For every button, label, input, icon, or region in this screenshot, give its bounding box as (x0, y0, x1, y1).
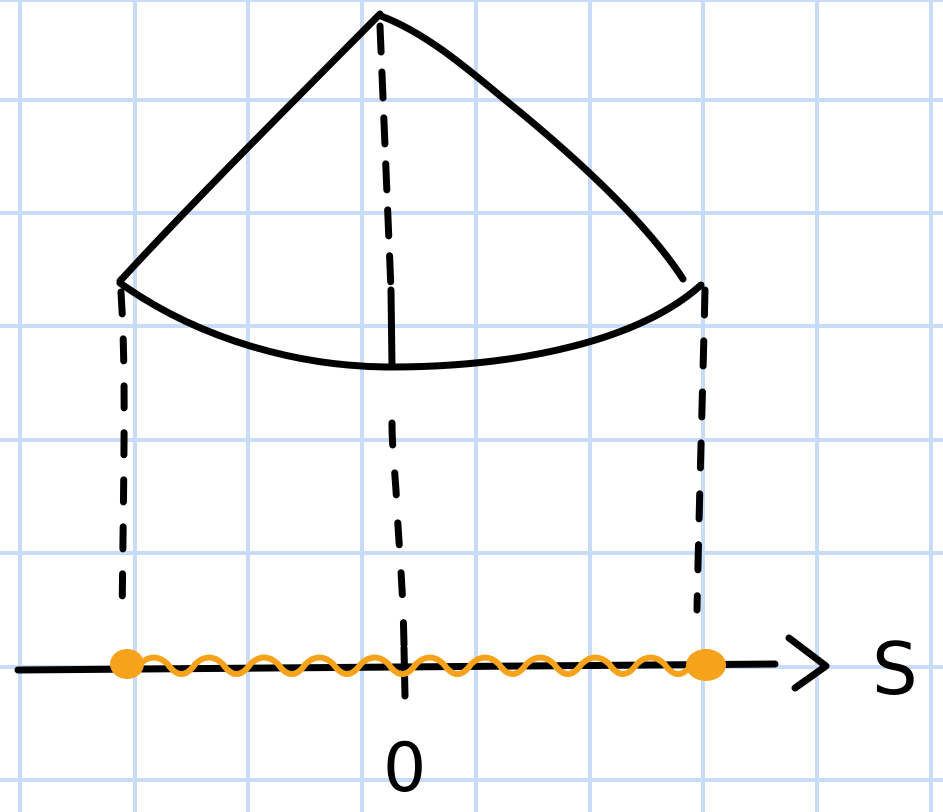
projection-lines (117, 286, 709, 649)
projection-line-right (693, 286, 709, 614)
sector-right-edge (377, 12, 687, 283)
projection-line-center (388, 419, 408, 649)
interval-highlight (110, 649, 726, 681)
s-axis-arrowhead (785, 634, 830, 692)
interval-left-endpoint (110, 649, 144, 679)
sector-center-dashed-top (376, 22, 395, 294)
wavy-interval-line (137, 654, 695, 677)
axis-label-s: S (872, 627, 918, 711)
s-axis-line (14, 660, 779, 674)
origin-label: 0 (383, 729, 426, 808)
interval-right-endpoint (686, 649, 726, 681)
sector-center-line (387, 286, 396, 371)
sector-left-edge (116, 10, 384, 285)
sector-shape (116, 10, 705, 371)
projection-line-left (117, 288, 128, 624)
